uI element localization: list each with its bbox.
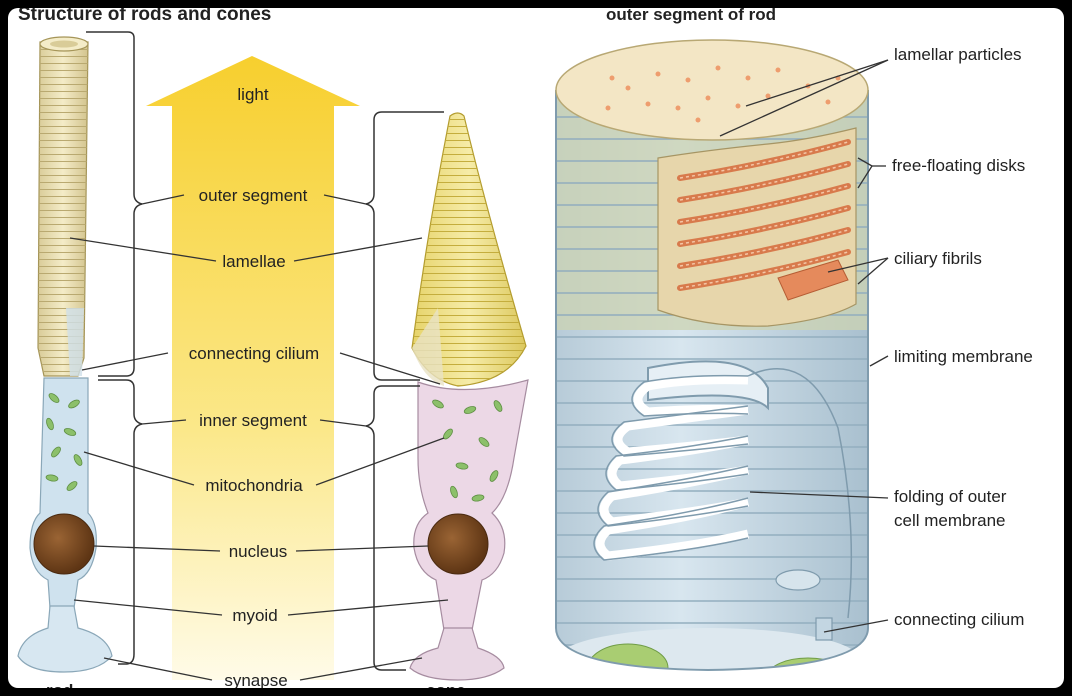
label-free-floating-disks: free-floating disks xyxy=(892,156,1025,175)
right-title: outer segment of rod xyxy=(606,8,776,24)
label-inner-segment: inner segment xyxy=(199,411,307,430)
leader-lines-left xyxy=(69,194,449,681)
label-mitochondria: mitochondria xyxy=(205,476,303,495)
label-rod: rod xyxy=(46,681,73,688)
label-limiting-membrane: limiting membrane xyxy=(894,347,1033,366)
label-synapse: synapse xyxy=(224,671,287,688)
diagram-panel: Structure of rods and cones outer segmen… xyxy=(8,8,1064,688)
label-myoid: myoid xyxy=(232,606,277,625)
label-connecting-cilium-right: connecting cilium xyxy=(894,610,1024,629)
label-folding-line1: folding of outer xyxy=(894,487,1007,506)
light-label: light xyxy=(237,85,268,104)
left-title: Structure of rods and cones xyxy=(18,8,271,25)
label-outer-segment: outer segment xyxy=(199,186,308,205)
label-lamellar-particles: lamellar particles xyxy=(894,45,1022,64)
light-arrow xyxy=(146,56,360,680)
rod-cell xyxy=(17,36,113,673)
rod-outer-segment-cutaway xyxy=(555,39,869,672)
label-connecting-cilium: connecting cilium xyxy=(189,344,319,363)
label-ciliary-fibrils: ciliary fibrils xyxy=(894,249,982,268)
rods-cones-diagram: Structure of rods and cones outer segmen… xyxy=(17,8,1033,688)
cone-cell xyxy=(409,112,529,681)
label-cone: cone xyxy=(426,681,466,688)
label-folding-line2: cell membrane xyxy=(894,511,1006,530)
label-nucleus: nucleus xyxy=(229,542,288,561)
label-lamellae: lamellae xyxy=(222,252,285,271)
leader-lines-right xyxy=(719,59,889,633)
